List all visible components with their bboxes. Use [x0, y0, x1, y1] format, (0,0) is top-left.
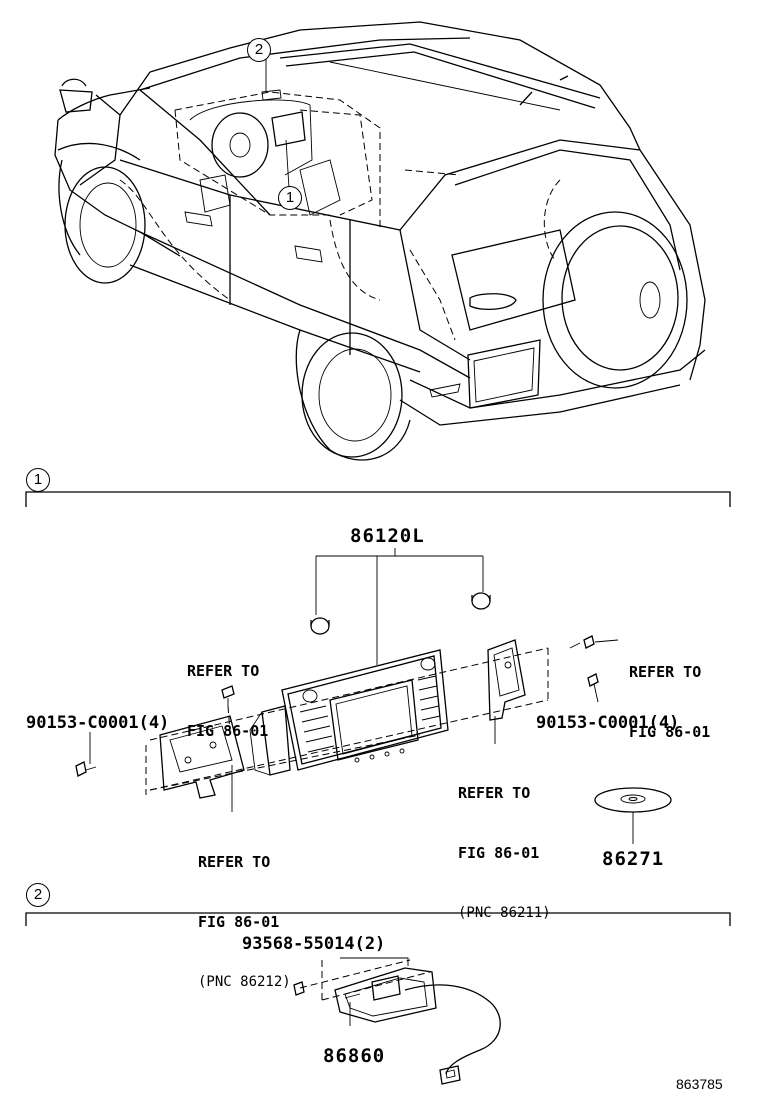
part-number-screw-left: 90153-C0001(4) [26, 713, 170, 733]
note-line: FIG 86-01 [198, 913, 280, 931]
note-line: REFER TO [187, 662, 260, 680]
note-line: REFER TO [458, 784, 531, 802]
section-1-marker: 1 [26, 468, 50, 492]
note-line: FIG 86-01 [629, 723, 711, 741]
part-number-screw-right: 90153-C0001(4) [536, 713, 680, 733]
note-refer-top-left: REFER TO FIG 86-01 [187, 621, 268, 761]
note-line: (PNC 86211) [458, 905, 551, 921]
vehicle-illustration [54, 21, 706, 461]
diagram-id: 863785 [676, 1076, 723, 1092]
part-number-screw-93568: 93568-55014(2) [242, 934, 386, 954]
part-number-86120l: 86120L [350, 525, 425, 547]
navigation-module-illustration [293, 957, 501, 1085]
section-2-marker: 2 [26, 883, 50, 907]
vehicle-callout-2: 2 [247, 38, 271, 62]
note-refer-top-right: REFER TO FIG 86-01 [629, 622, 710, 762]
head-unit-illustration [75, 548, 672, 844]
vehicle-callout-1: 1 [278, 186, 302, 210]
note-line: FIG 86-01 [187, 722, 269, 740]
part-number-86860: 86860 [323, 1045, 386, 1067]
part-number-86271: 86271 [602, 848, 665, 870]
note-line: REFER TO [198, 853, 271, 871]
note-refer-pnc-86211: REFER TO FIG 86-01 (PNC 86211) [458, 743, 551, 943]
note-line: (PNC 86212) [198, 974, 291, 990]
note-line: FIG 86-01 [458, 844, 540, 862]
section-2-divider [25, 912, 731, 926]
note-refer-pnc-86212: REFER TO FIG 86-01 (PNC 86212) [198, 812, 291, 1012]
note-line: REFER TO [629, 663, 702, 681]
section-1-divider [25, 491, 731, 507]
